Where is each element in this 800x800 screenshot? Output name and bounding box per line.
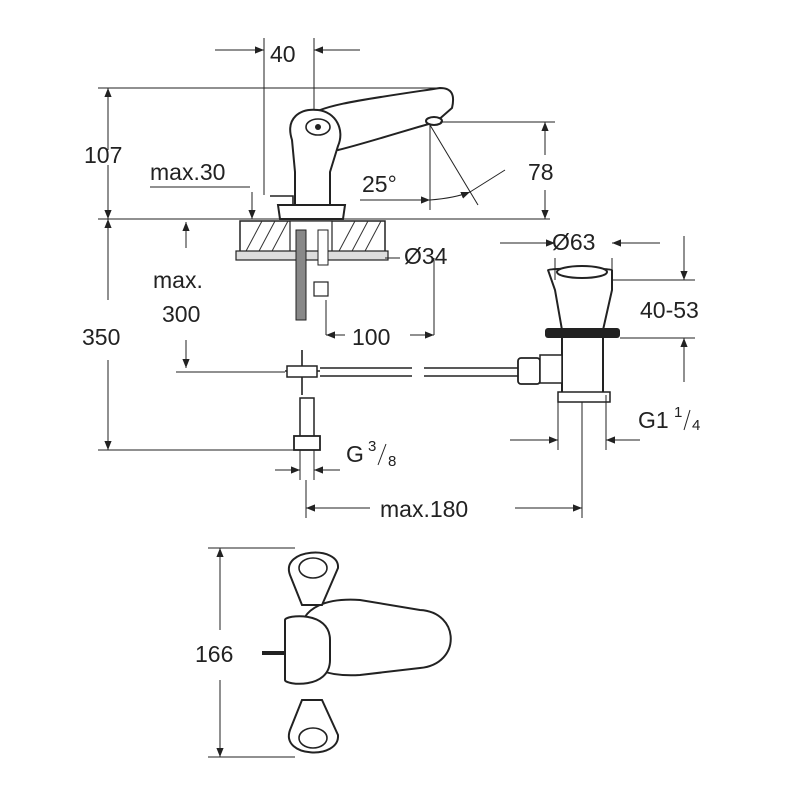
drain-outlet [557,391,611,403]
handle-knob [305,118,331,136]
wall-pipe [320,367,412,377]
hose-connector [313,281,329,297]
handle-center [315,124,321,130]
dim-78: 78 [528,159,554,185]
dim-angle: 25° [362,171,397,197]
angle-valve [286,365,318,378]
svg-text:3: 3 [368,438,376,455]
handle-body [289,108,342,206]
rod-joint [517,357,541,385]
dim-g1-1-4: G1 1 4 [638,404,700,434]
lever-arm [270,195,294,205]
drain-plug-top [556,265,608,279]
dim-40-53: 40-53 [640,297,699,323]
valve-body [299,397,315,439]
drain-pull-rod [424,367,520,377]
dim-166: 166 [195,641,233,667]
dim-100: 100 [352,324,390,350]
drain-flange [545,328,620,338]
svg-text:G1: G1 [638,407,669,433]
dim-g-3-8: G 3 8 [346,438,396,470]
drain-side-port [539,354,563,384]
dim-350: 350 [82,324,120,350]
svg-text:G: G [346,441,364,467]
spout-outlet [425,116,443,126]
supply-hose-right [317,229,329,266]
handle-top-lower-knob [298,727,328,749]
base-flange [276,204,347,220]
spout [303,86,455,151]
supply-hose-left [295,229,307,321]
svg-text:8: 8 [388,453,396,470]
countertop-section [235,220,389,261]
handle-top-upper-knob [298,557,328,579]
dimension-lines [98,38,695,758]
dim-300: 300 [162,301,200,327]
dim-dia-63: Ø63 [552,229,595,255]
dim-max-180: max.180 [380,496,468,522]
faucet-top-view [262,551,452,754]
handle-top-lower [287,699,340,754]
dim-dia-34: Ø34 [404,243,448,269]
dim-max-label: max. [153,267,203,293]
svg-text:4: 4 [692,417,700,434]
faucet-side-view [98,86,550,451]
valve-nut [293,435,321,451]
body-top [284,615,331,685]
svg-text:1: 1 [674,404,682,421]
drain-side-view [424,265,620,403]
dim-40: 40 [270,41,296,67]
dim-107: 107 [84,142,122,168]
dim-max-30: max.30 [150,159,225,185]
